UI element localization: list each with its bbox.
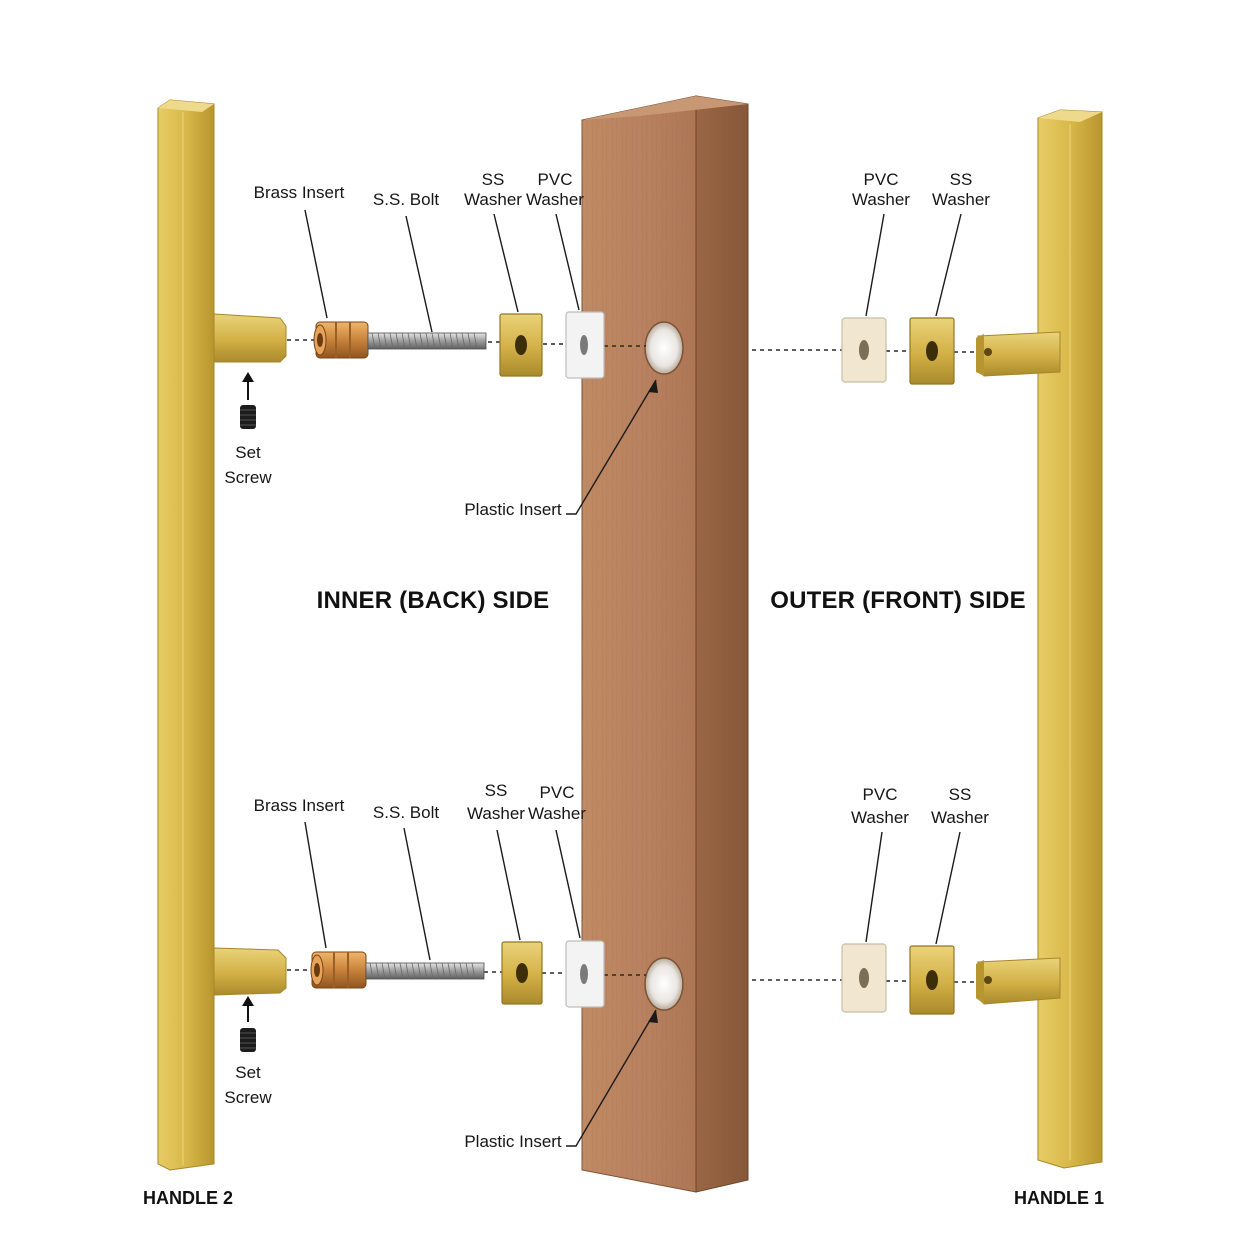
label-brass-insert: Brass Insert <box>254 796 345 815</box>
label-set: Set <box>235 443 261 462</box>
wood-door-section <box>581 95 749 1193</box>
label-washer-pvc-inner: Washer <box>528 804 586 823</box>
label-washer-pvc-inner: Washer <box>526 190 584 209</box>
ss-bolt-bottom <box>365 962 485 980</box>
label-pvc-inner: PVC <box>538 170 573 189</box>
bottom-outer-hardware <box>841 943 955 1015</box>
set-screw-bottom <box>240 996 256 1052</box>
label-washer-pvc-outer: Washer <box>852 190 910 209</box>
label-ss-outer: SS <box>950 170 973 189</box>
ss-washer-outer-top <box>909 317 955 385</box>
ss-washer-outer-bottom <box>909 945 955 1015</box>
set-screw-top <box>240 372 256 429</box>
label-ss-bolt: S.S. Bolt <box>373 803 439 822</box>
handle-1 <box>976 109 1103 1169</box>
ss-bolt-top <box>367 332 487 350</box>
label-screw: Screw <box>224 468 272 487</box>
ss-washer-inner-top <box>499 313 543 377</box>
brass-insert-top <box>313 321 369 359</box>
pvc-washer-outer-top <box>841 317 887 383</box>
set-screw-icon <box>240 405 256 429</box>
label-ss-inner: SS <box>485 781 508 800</box>
leader-lines <box>304 209 962 1147</box>
top-outer-hardware <box>841 317 955 385</box>
label-washer-ss-outer: Washer <box>932 190 990 209</box>
label-washer-ss-outer: Washer <box>931 808 989 827</box>
label-handle-2: HANDLE 2 <box>143 1188 233 1208</box>
pvc-washer-inner-bottom <box>565 940 605 1008</box>
label-ss-inner: SS <box>482 170 505 189</box>
handle-2 <box>157 99 287 1171</box>
label-brass-insert: Brass Insert <box>254 183 345 202</box>
label-outer-front-side: OUTER (FRONT) SIDE <box>770 587 1026 614</box>
label-ss-outer: SS <box>949 785 972 804</box>
label-set: Set <box>235 1063 261 1082</box>
label-plastic-insert: Plastic Insert <box>464 500 562 519</box>
label-pvc-inner: PVC <box>540 783 575 802</box>
bottom-inner-hardware <box>310 940 605 1008</box>
top-inner-hardware <box>313 311 605 379</box>
pvc-washer-outer-bottom <box>841 943 887 1013</box>
label-washer-pvc-outer: Washer <box>851 808 909 827</box>
label-washer-ss-inner: Washer <box>464 190 522 209</box>
pvc-washer-inner-top <box>565 311 605 379</box>
label-screw: Screw <box>224 1088 272 1107</box>
bottom-labels: Brass Insert S.S. Bolt SS Washer PVC Was… <box>224 781 989 1151</box>
label-washer-ss-inner: Washer <box>467 804 525 823</box>
label-plastic-insert: Plastic Insert <box>464 1132 562 1151</box>
brass-insert-bottom <box>310 951 367 989</box>
label-pvc-outer: PVC <box>864 170 899 189</box>
ss-washer-inner-bottom <box>501 941 543 1005</box>
alignment-lines <box>287 339 976 983</box>
label-pvc-outer: PVC <box>863 785 898 804</box>
label-ss-bolt: S.S. Bolt <box>373 190 439 209</box>
set-screw-icon <box>240 1028 256 1052</box>
label-handle-1: HANDLE 1 <box>1014 1188 1104 1208</box>
label-inner-back-side: INNER (BACK) SIDE <box>317 587 550 614</box>
top-labels: Brass Insert S.S. Bolt SS Washer PVC Was… <box>224 170 990 519</box>
